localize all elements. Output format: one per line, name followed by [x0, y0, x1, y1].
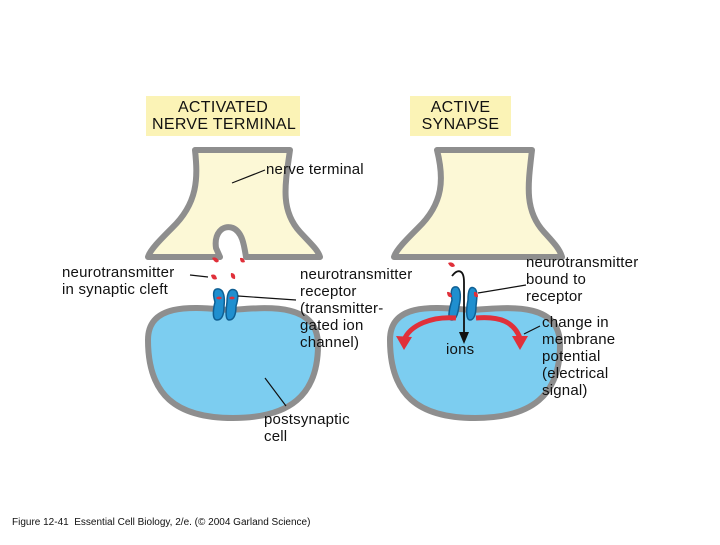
leader-membrane: [523, 325, 541, 335]
ion-flow-arrow: [451, 270, 465, 336]
left-receptor: [212, 288, 239, 321]
leader-receptor: [237, 295, 297, 301]
right-potential-arrow: [475, 315, 523, 340]
right-panel-title: ACTIVE SYNAPSE: [410, 96, 511, 136]
left-nerve-terminal: [145, 147, 323, 260]
leader-nerve-terminal: [231, 169, 266, 184]
right-neurotransmitters: [447, 262, 478, 298]
label-membrane-potential: change in membrane potential (electrical…: [542, 314, 616, 399]
right-nerve-terminal: [391, 147, 565, 260]
leader-cleft: [189, 274, 209, 278]
figure-caption: Figure 12-41 Essential Cell Biology, 2/e…: [12, 517, 311, 528]
ion-flow-arrowhead: [459, 332, 469, 344]
left-potential-arrow: [401, 315, 457, 342]
right-potential-arrowhead: [512, 336, 528, 350]
left-potential-arrowhead: [396, 336, 412, 350]
label-bound-receptor: neurotransmitter bound to receptor: [526, 254, 639, 305]
label-postsynaptic-cell: postsynaptic cell: [264, 411, 350, 445]
left-panel-title: ACTIVATED NERVE TERMINAL: [146, 96, 300, 136]
left-postsynaptic-cell: [144, 305, 322, 422]
label-ions: ions: [446, 341, 475, 358]
label-nerve-terminal: nerve terminal: [266, 161, 364, 178]
label-receptor: neurotransmitter receptor (transmitter- …: [300, 266, 413, 351]
left-neurotransmitters: [211, 257, 245, 300]
leader-bound-receptor: [477, 284, 527, 294]
label-neurotransmitter-cleft: neurotransmitter in synaptic cleft: [62, 264, 175, 298]
leader-postsynaptic: [264, 377, 287, 407]
